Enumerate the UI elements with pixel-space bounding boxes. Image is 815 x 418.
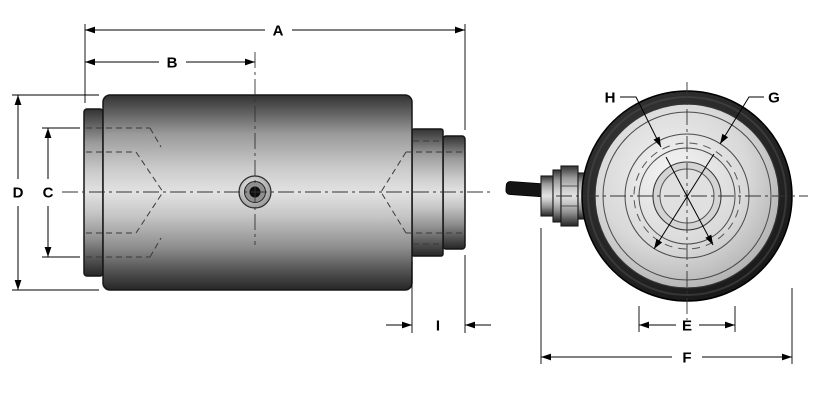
dim-label-h: H: [605, 90, 616, 107]
dim-label-f: F: [682, 350, 691, 367]
left-cap: [83, 108, 104, 277]
right-step: [411, 128, 444, 257]
dim-label-e: E: [682, 318, 692, 335]
leader-line-h: [620, 96, 662, 148]
hidden-lines-left: [86, 127, 164, 258]
dim-label-b: B: [167, 55, 178, 72]
dim-label-g: G: [768, 90, 780, 107]
leader-line-g-opposite: [653, 153, 715, 250]
dim-label-c: C: [43, 185, 54, 202]
right-stub: [442, 135, 466, 250]
leader-line-h-opposite: [665, 156, 714, 246]
dimensions: A B D C I E F: [12, 23, 793, 367]
dim-label-i: I: [436, 318, 440, 335]
cable: [505, 181, 547, 198]
side-view: [62, 52, 492, 291]
end-view: [505, 82, 808, 320]
leader-line-g: [719, 96, 764, 145]
dim-label-d: D: [13, 185, 24, 202]
dim-label-a: A: [273, 23, 284, 40]
hidden-lines-right: [380, 140, 464, 245]
